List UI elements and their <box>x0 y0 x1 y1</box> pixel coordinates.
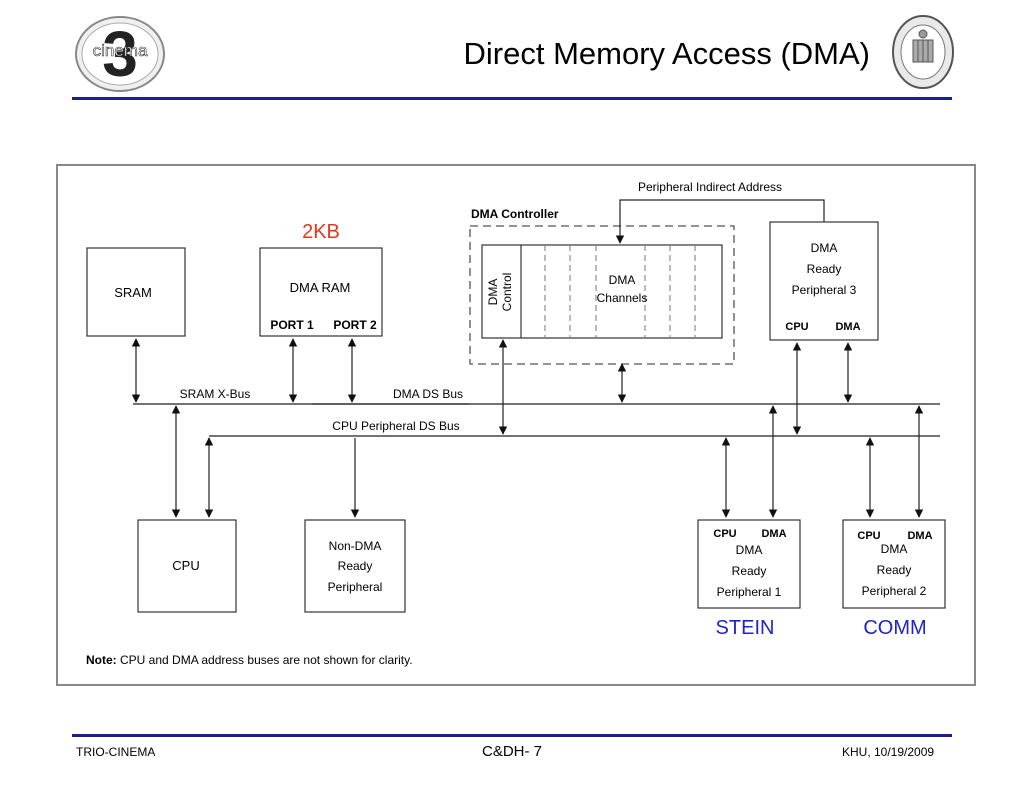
cpu-label: CPU <box>172 558 199 573</box>
peripheral-3-cpu-port: CPU <box>785 321 808 333</box>
page-title: Direct Memory Access (DMA) <box>463 36 870 71</box>
peripheral-2-cpu-port: CPU <box>857 530 880 542</box>
peripheral-3-block <box>769 221 879 341</box>
non-dma-label-2: Ready <box>338 559 373 573</box>
size-annotation: 2KB <box>302 221 340 243</box>
cpu-peripheral-ds-bus-label: CPU Peripheral DS Bus <box>332 419 459 433</box>
note-label: Note: <box>86 653 117 667</box>
peripheral-indirect-address-label: Peripheral Indirect Address <box>638 180 782 194</box>
peripheral-2-label-3: Peripheral 2 <box>862 584 927 598</box>
dma-channels-block <box>481 244 723 339</box>
peripheral-1-dma-port: DMA <box>761 528 786 540</box>
footer-right: KHU, 10/19/2009 <box>842 745 935 759</box>
footer-left: TRIO-CINEMA <box>76 745 156 759</box>
note: Note: CPU and DMA address buses are not … <box>86 653 413 667</box>
dma-ram-block <box>259 247 383 337</box>
dma-ds-bus-label: DMA DS Bus <box>393 387 463 401</box>
peripheral-3-label-2: Ready <box>807 262 842 276</box>
cpu-block <box>137 519 237 613</box>
port2-label: PORT 2 <box>333 318 377 332</box>
logo-numeral: 3 <box>102 18 138 90</box>
peripheral-1-cpu-port: CPU <box>713 528 736 540</box>
peripheral-1-label-1: DMA <box>736 543 763 557</box>
comm-annotation: COMM <box>863 617 926 639</box>
note-text: CPU and DMA address buses are not shown … <box>117 653 413 667</box>
dma-control-label-1: DMA <box>486 279 500 306</box>
non-dma-label-3: Peripheral <box>328 580 383 594</box>
sram-block <box>86 247 186 337</box>
peripheral-3-label-1: DMA <box>811 241 838 255</box>
non-dma-label-1: Non-DMA <box>329 539 382 553</box>
sram-label: SRAM <box>114 285 152 300</box>
peripheral-2-label-2: Ready <box>877 563 912 577</box>
peripheral-2-label-1: DMA <box>881 542 908 556</box>
footer-rule <box>72 734 952 737</box>
sram-xbus-label: SRAM X-Bus <box>180 387 251 401</box>
dma-control-label-2: Control <box>500 273 514 312</box>
peripheral-1-label-2: Ready <box>732 564 767 578</box>
footer-center: C&DH- 7 <box>481 743 542 760</box>
peripheral-2-block <box>842 519 946 609</box>
dma-controller-box <box>469 225 735 365</box>
university-seal <box>891 14 955 95</box>
peripheral-2-dma-port: DMA <box>907 530 932 542</box>
dma-ram-label: DMA RAM <box>290 280 351 295</box>
peripheral-3-dma-port: DMA <box>835 321 860 333</box>
bus-connections <box>131 338 924 518</box>
header-rule <box>72 97 952 100</box>
non-dma-peripheral-block <box>304 519 406 613</box>
cinema-logo: 3 cinema <box>72 14 168 99</box>
stein-annotation: STEIN <box>716 617 775 639</box>
dma-channels-label-1: DMA <box>609 273 636 287</box>
dma-channels-label-2: Channels <box>597 291 648 305</box>
peripheral-3-label-3: Peripheral 3 <box>792 283 857 297</box>
peripheral-indirect-address-line <box>615 199 825 244</box>
peripheral-1-label-3: Peripheral 1 <box>717 585 782 599</box>
peripheral-1-block <box>697 519 801 609</box>
logo-text: cinema <box>93 41 148 60</box>
dma-controller-label: DMA Controller <box>471 207 559 221</box>
port1-label: PORT 1 <box>270 318 314 332</box>
